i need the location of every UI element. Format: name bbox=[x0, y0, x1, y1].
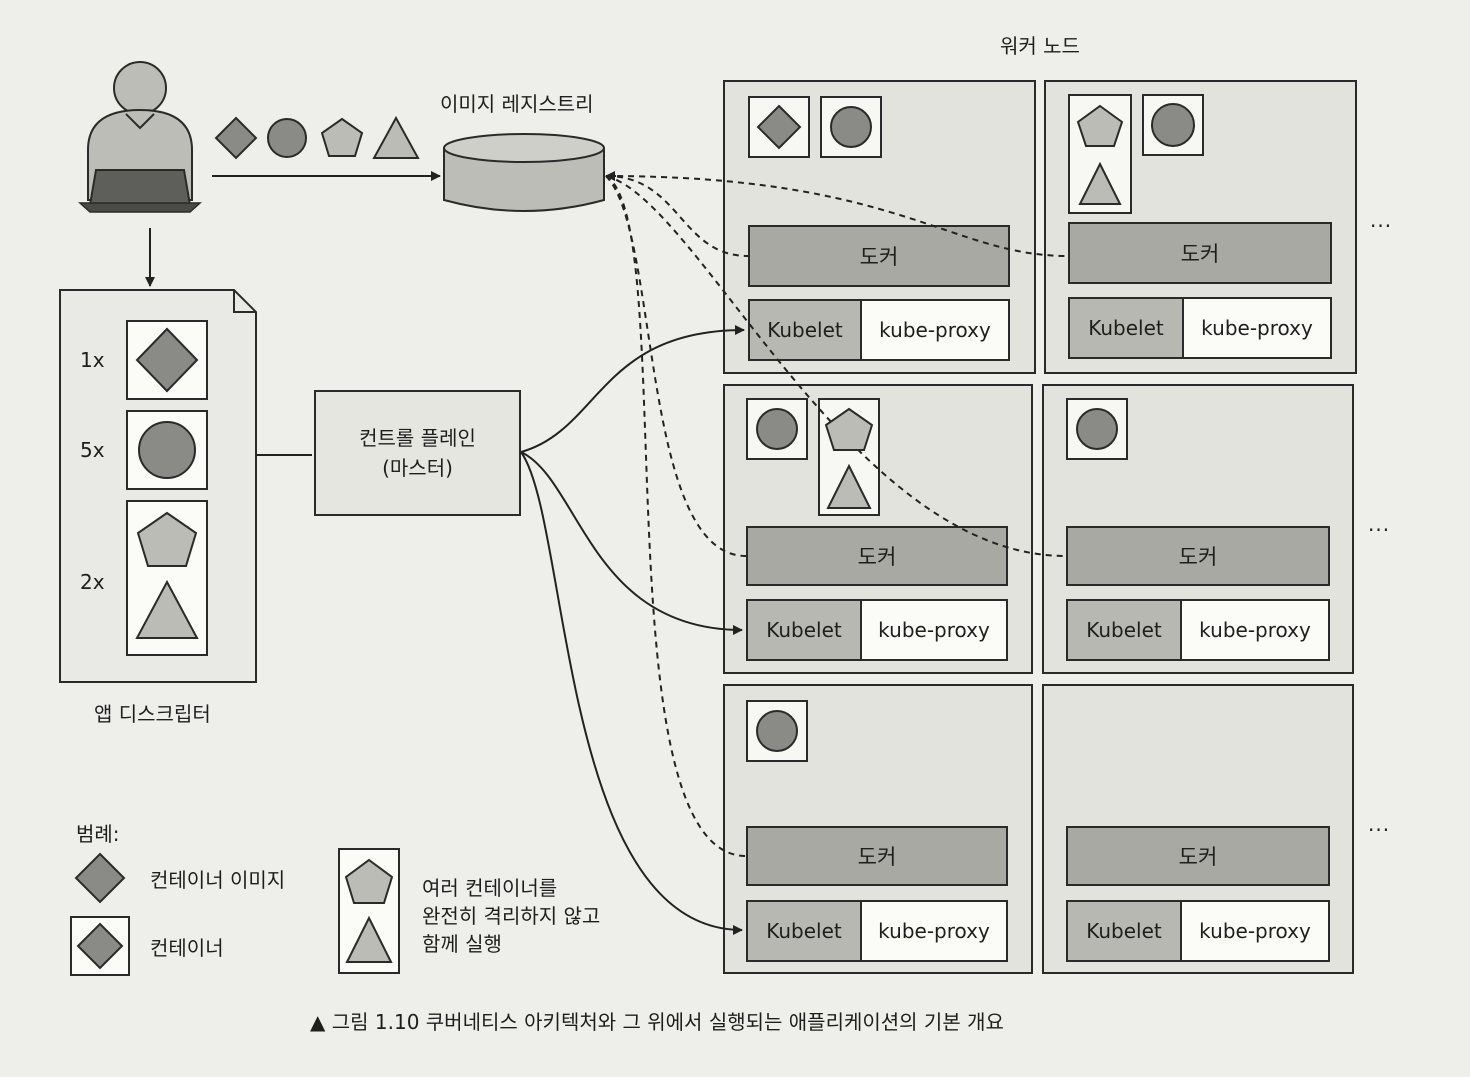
container-box bbox=[746, 700, 808, 762]
kubelet-label: Kubelet bbox=[766, 618, 842, 642]
container-box bbox=[820, 96, 882, 158]
kube-proxy-box: kube-proxy bbox=[860, 900, 1008, 962]
image-pentagon-icon bbox=[320, 117, 364, 157]
developer-icon bbox=[78, 61, 202, 213]
docker-bar: 도커 bbox=[1066, 526, 1330, 586]
worker-nodes-label: 워커 노드 bbox=[1000, 34, 1080, 58]
legend-container-label: 컨테이너 bbox=[150, 936, 224, 960]
container-box bbox=[1066, 398, 1128, 460]
more-nodes-ellipsis: ... bbox=[1368, 812, 1391, 836]
docker-label: 도커 bbox=[859, 245, 899, 269]
kube-proxy-label: kube-proxy bbox=[879, 318, 991, 342]
kubelet-box: Kubelet bbox=[746, 900, 862, 962]
descriptor-image-box bbox=[126, 410, 208, 490]
more-nodes-ellipsis: ... bbox=[1368, 512, 1391, 536]
control-plane-title: 컨트롤 플레인 bbox=[359, 426, 476, 450]
container-box bbox=[746, 398, 808, 460]
kube-proxy-label: kube-proxy bbox=[1199, 919, 1311, 943]
replica-count-2x: 2x bbox=[80, 570, 105, 594]
kubelet-box: Kubelet bbox=[1066, 599, 1182, 661]
docker-label: 도커 bbox=[857, 545, 897, 569]
container-box bbox=[1142, 94, 1204, 156]
docker-bar: 도커 bbox=[746, 826, 1008, 886]
app-descriptor-label: 앱 디스크립터 bbox=[94, 702, 211, 726]
image-circle-icon bbox=[267, 118, 307, 158]
legend-group-line3: 함께 실행 bbox=[422, 932, 502, 956]
docker-label: 도커 bbox=[1178, 545, 1218, 569]
registry-label: 이미지 레지스트리 bbox=[440, 92, 594, 116]
kubelet-label: Kubelet bbox=[766, 919, 842, 943]
descriptor-image-box bbox=[126, 320, 208, 400]
kube-proxy-box: kube-proxy bbox=[860, 599, 1008, 661]
kube-proxy-box: kube-proxy bbox=[1180, 599, 1330, 661]
kubelet-label: Kubelet bbox=[1088, 316, 1164, 340]
legend-group-box bbox=[338, 848, 400, 974]
docker-bar: 도커 bbox=[748, 225, 1010, 287]
replica-count-1x: 1x bbox=[80, 348, 105, 372]
legend-image-diamond-icon bbox=[74, 852, 126, 904]
docker-bar: 도커 bbox=[1068, 222, 1332, 284]
kubelet-label: Kubelet bbox=[767, 318, 843, 342]
docker-bar: 도커 bbox=[746, 526, 1008, 586]
kubelet-box: Kubelet bbox=[746, 599, 862, 661]
legend-group-line1: 여러 컨테이너를 bbox=[422, 876, 558, 900]
kube-proxy-label: kube-proxy bbox=[1201, 316, 1313, 340]
descriptor-image-box bbox=[126, 500, 208, 656]
replica-count-5x: 5x bbox=[80, 438, 105, 462]
control-plane-box: 컨트롤 플레인 (마스터) bbox=[314, 390, 521, 516]
image-triangle-icon bbox=[372, 115, 420, 159]
image-registry-cylinder bbox=[443, 133, 605, 212]
docker-bar: 도커 bbox=[1066, 826, 1330, 886]
kube-proxy-box: kube-proxy bbox=[1180, 900, 1330, 962]
image-diamond-icon bbox=[214, 116, 258, 160]
kubelet-label: Kubelet bbox=[1086, 618, 1162, 642]
more-nodes-ellipsis: ... bbox=[1370, 208, 1393, 232]
container-box bbox=[748, 96, 810, 158]
container-box bbox=[1068, 94, 1132, 214]
legend-container-box bbox=[70, 916, 130, 976]
kube-proxy-box: kube-proxy bbox=[1182, 297, 1332, 359]
figure-caption: ▲ 그림 1.10 쿠버네티스 아키텍처와 그 위에서 실행되는 애플리케이션의… bbox=[310, 1010, 1004, 1034]
kubelet-box: Kubelet bbox=[1068, 297, 1184, 359]
legend-group-line2: 완전히 격리하지 않고 bbox=[422, 904, 601, 928]
docker-label: 도커 bbox=[1180, 242, 1220, 266]
kubelet-box: Kubelet bbox=[1066, 900, 1182, 962]
kube-proxy-label: kube-proxy bbox=[878, 618, 990, 642]
docker-label: 도커 bbox=[857, 845, 897, 869]
kube-proxy-box: kube-proxy bbox=[860, 299, 1010, 361]
docker-label: 도커 bbox=[1178, 845, 1218, 869]
legend-image-label: 컨테이너 이미지 bbox=[150, 868, 286, 892]
legend-title: 범례: bbox=[76, 822, 120, 846]
kube-proxy-label: kube-proxy bbox=[878, 919, 990, 943]
kubelet-label: Kubelet bbox=[1086, 919, 1162, 943]
control-plane-subtitle: (마스터) bbox=[382, 456, 453, 480]
kube-proxy-label: kube-proxy bbox=[1199, 618, 1311, 642]
container-box bbox=[818, 398, 880, 516]
kubelet-box: Kubelet bbox=[748, 299, 862, 361]
